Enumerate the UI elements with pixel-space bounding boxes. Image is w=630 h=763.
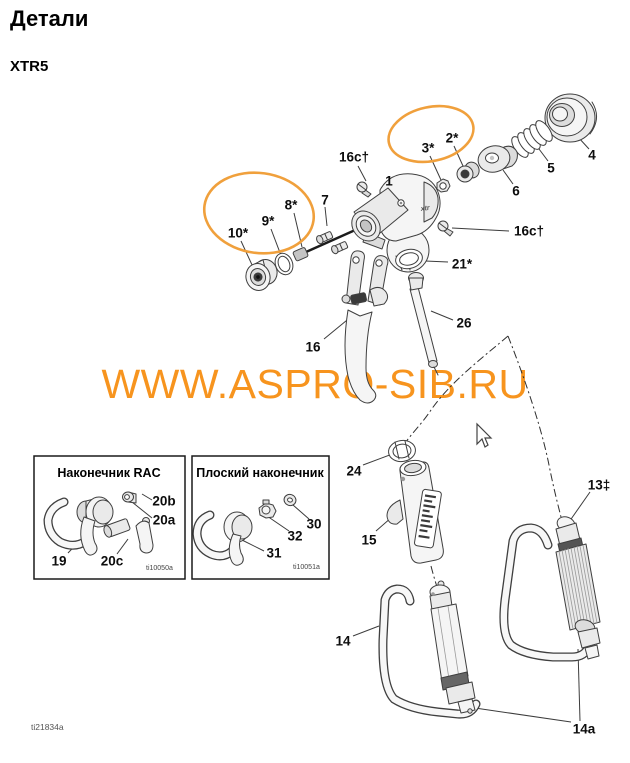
callout-20c: 20c <box>100 553 124 569</box>
highlight-ellipse-right <box>387 104 475 164</box>
leader-lines <box>67 136 591 723</box>
part-4-retainer-cap <box>544 93 597 143</box>
callout-8*: 8* <box>284 197 298 213</box>
part-26-tube <box>408 272 439 376</box>
part-13-filter-assembly <box>499 516 601 662</box>
callout-4: 4 <box>588 147 596 163</box>
part-16c-screw-right <box>437 220 454 237</box>
filter-ribs <box>558 544 598 630</box>
callout-32: 32 <box>287 528 303 544</box>
callout-14: 14 <box>335 633 351 649</box>
callout-7: 7 <box>321 192 329 208</box>
callout-6: 6 <box>512 183 520 199</box>
callout-9*: 9* <box>261 213 275 229</box>
part-16c-screw-top <box>356 181 372 198</box>
callout-16: 16 <box>305 339 321 355</box>
callout-19: 19 <box>51 553 67 569</box>
part-31-flat-guard <box>192 510 253 566</box>
part-19-rac-guard <box>43 496 114 556</box>
part-2-valve <box>456 161 480 183</box>
watermark: WWW.ASPRO-SIB.RU <box>101 361 529 407</box>
part-30-washer <box>283 493 297 507</box>
part-7-screws <box>316 231 349 255</box>
part-9-seal <box>274 252 294 276</box>
part-15-grip <box>386 459 444 564</box>
callout-26: 26 <box>456 315 472 331</box>
callout-15: 15 <box>361 532 377 548</box>
part-32-nut <box>258 499 277 519</box>
part-24-ring <box>388 439 416 463</box>
part-20c-tip <box>103 517 154 554</box>
callout-30: 30 <box>306 516 322 532</box>
inset-rac-code: ti10050a <box>146 565 173 572</box>
inset-box-rac <box>33 455 186 580</box>
callout-16c†: 16c† <box>513 223 545 239</box>
part-10-housing <box>245 258 278 291</box>
highlight-ellipse-left <box>202 171 316 255</box>
part-21-oring <box>395 248 423 270</box>
inset-flat-title: Плоский наконечник <box>196 466 324 480</box>
inset-box-flat <box>191 455 330 580</box>
callout-3*: 3* <box>421 140 435 156</box>
callout-2*: 2* <box>445 130 459 146</box>
model-title: XTR5 <box>10 58 49 75</box>
callout-24: 24 <box>346 463 362 479</box>
part-6-seat <box>477 145 518 173</box>
callout-20a: 20a <box>152 512 176 528</box>
part-20b-cylinder <box>122 491 137 504</box>
part-3-nut <box>436 178 451 193</box>
callout-14a: 14a <box>572 721 596 737</box>
page-title: Детали <box>10 6 89 31</box>
part-16-trigger <box>341 250 389 404</box>
inset-rac-title: Наконечник RAC <box>57 466 161 480</box>
callout-13‡: 13‡ <box>587 477 611 493</box>
body-logo: xtr <box>419 205 431 213</box>
inset-flat-code: ti10051a <box>293 564 320 571</box>
mouse-cursor <box>476 422 493 448</box>
part-5-spring <box>511 120 553 158</box>
callout-31: 31 <box>266 545 282 561</box>
callout-1: 1 <box>385 173 393 189</box>
part-14-guard-filter-assembly <box>378 580 481 719</box>
callout-21*: 21* <box>451 256 473 272</box>
doc-code: ti21834a <box>31 722 64 732</box>
callout-10*: 10* <box>227 225 249 241</box>
callout-5: 5 <box>547 160 555 176</box>
callout-16c†: 16c† <box>338 149 370 165</box>
callout-20b: 20b <box>152 493 176 509</box>
